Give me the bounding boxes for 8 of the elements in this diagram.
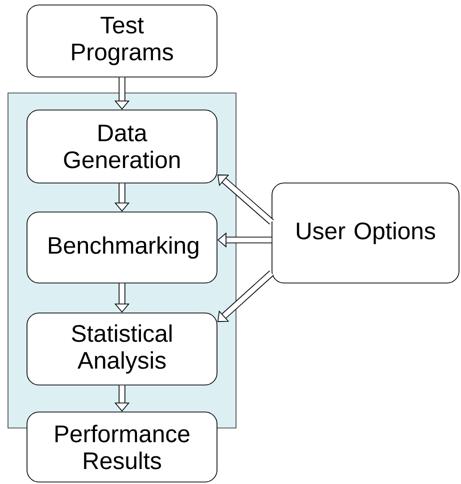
process-box: Test Programs	[26, 4, 218, 78]
process-box: Data Generation	[26, 110, 218, 184]
arrow	[217, 270, 274, 322]
process-box: Benchmarking	[26, 212, 218, 284]
arrow	[217, 174, 274, 224]
process-box: User Options	[272, 182, 460, 284]
process-box: Performance Results	[26, 412, 218, 482]
process-box: Statistical Analysis	[26, 312, 218, 386]
